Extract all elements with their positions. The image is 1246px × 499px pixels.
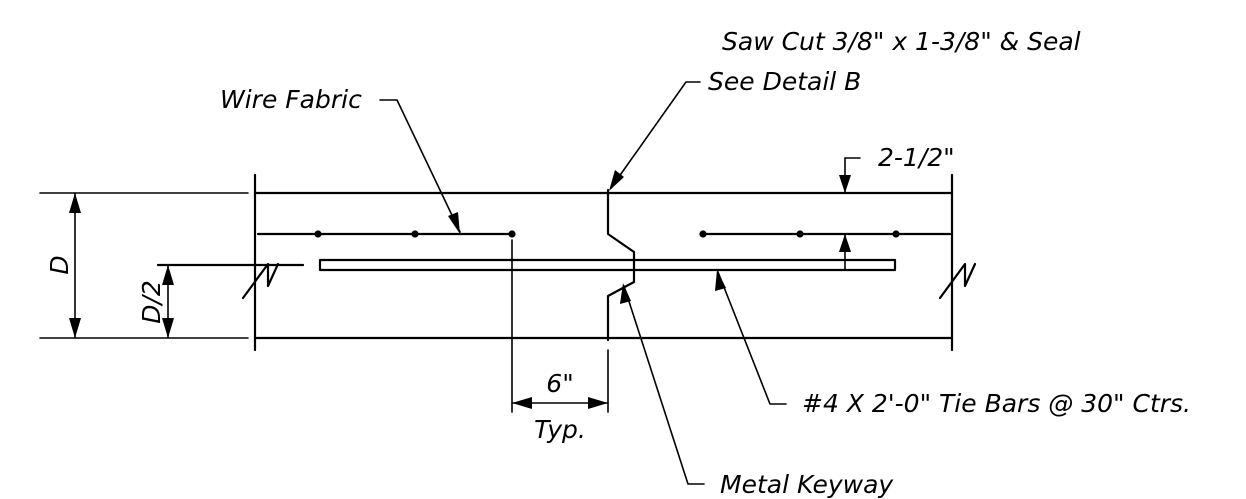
tie-bar [318, 258, 897, 272]
wire-dot [892, 230, 900, 238]
arrowhead [448, 212, 460, 234]
arrowhead [620, 283, 631, 304]
tie-bar-callout: #4 X 2'-0" Tie Bars @ 30" Ctrs. [715, 270, 1191, 418]
right-break-symbol [938, 262, 977, 300]
saw-cut-label-line2: See Detail B [708, 67, 861, 96]
wire-fabric-callout: Wire Fabric [220, 85, 461, 234]
spacing-label: 6" [546, 369, 573, 398]
wire-fabric-label: Wire Fabric [220, 85, 362, 114]
depth-label: D [45, 255, 74, 274]
half-depth-label: D/2 [137, 280, 166, 324]
arrowhead [609, 170, 624, 191]
arrowhead [69, 193, 81, 213]
depth-dimension: D [39, 192, 249, 339]
slab-outline [241, 173, 977, 352]
saw-cut-label-line1: Saw Cut 3/8" x 1-3/8" & Seal [722, 27, 1081, 56]
cover-label: 2-1/2" [878, 143, 955, 172]
keyway-label: Metal Keyway [720, 470, 894, 499]
keyway-callout: Metal Keyway [620, 283, 894, 499]
spacing-note: Typ. [534, 415, 586, 444]
arrowhead [588, 397, 608, 409]
arrowhead [839, 175, 851, 193]
arrowhead [162, 265, 174, 285]
saw-cut-callout: Saw Cut 3/8" x 1-3/8" & Seal See Detail … [609, 27, 1081, 191]
arrowhead [715, 270, 726, 291]
tie-bar-leader [717, 271, 787, 405]
saw-cut-leader [610, 81, 701, 189]
wire-dot [314, 230, 322, 238]
keyway-joint-line [606, 188, 636, 342]
wire-dot [796, 230, 804, 238]
arrowhead [512, 397, 532, 409]
cover-dimension: 2-1/2" [839, 143, 955, 271]
tie-bar-label: #4 X 2'-0" Tie Bars @ 30" Ctrs. [802, 389, 1191, 418]
left-break-symbol [241, 262, 280, 300]
arrowhead [162, 318, 174, 338]
wire-fabric [256, 230, 952, 238]
arrowhead [839, 234, 851, 252]
keyway-leader [623, 285, 705, 485]
spacing-dimension: 6" Typ. [511, 239, 609, 444]
wire-fabric-leader [379, 99, 461, 233]
wire-dot [411, 230, 419, 238]
half-depth-dimension: D/2 [137, 264, 174, 339]
wire-dot [508, 230, 516, 238]
wire-dot [699, 230, 707, 238]
arrowhead [69, 318, 81, 338]
